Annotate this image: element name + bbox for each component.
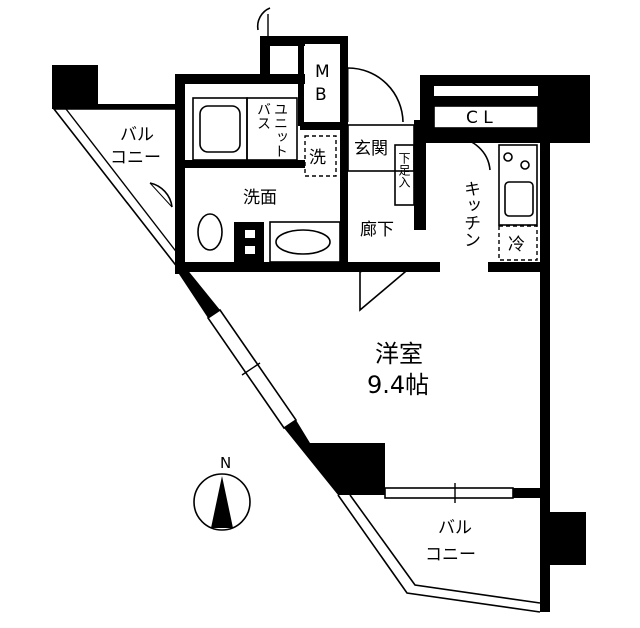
label-western-room: 洋室	[375, 340, 423, 368]
walls-core	[175, 36, 590, 612]
label-balcony-bottom-2: コニー	[425, 545, 476, 565]
label-entrance: 玄関	[354, 139, 388, 159]
label-mb-2: B	[315, 85, 327, 105]
fixtures	[192, 7, 538, 312]
label-washer: 洗	[309, 148, 326, 168]
label-unit-bath-2: バス	[255, 102, 271, 130]
compass-north-label: N	[220, 454, 231, 472]
exterior-walls	[175, 268, 586, 613]
label-shoe-closet: 下足入	[397, 152, 411, 188]
compass: N	[193, 454, 251, 531]
label-hallway: 廊下	[360, 220, 394, 240]
label-balcony-top-1: バル	[120, 125, 154, 145]
label-mb-1: M	[315, 62, 330, 82]
label-washroom: 洗面	[243, 188, 277, 208]
label-balcony-bottom-1: バル	[438, 518, 472, 538]
label-balcony-top-2: コニー	[110, 148, 161, 168]
label-closet: C L	[466, 108, 493, 128]
balcony-top-left	[52, 65, 179, 271]
label-western-room-size: 9.4帖	[367, 371, 429, 399]
label-kitchen: キッチン	[460, 180, 480, 248]
label-unit-bath-1: ユニット	[272, 102, 288, 158]
label-fridge: 冷	[508, 235, 525, 255]
